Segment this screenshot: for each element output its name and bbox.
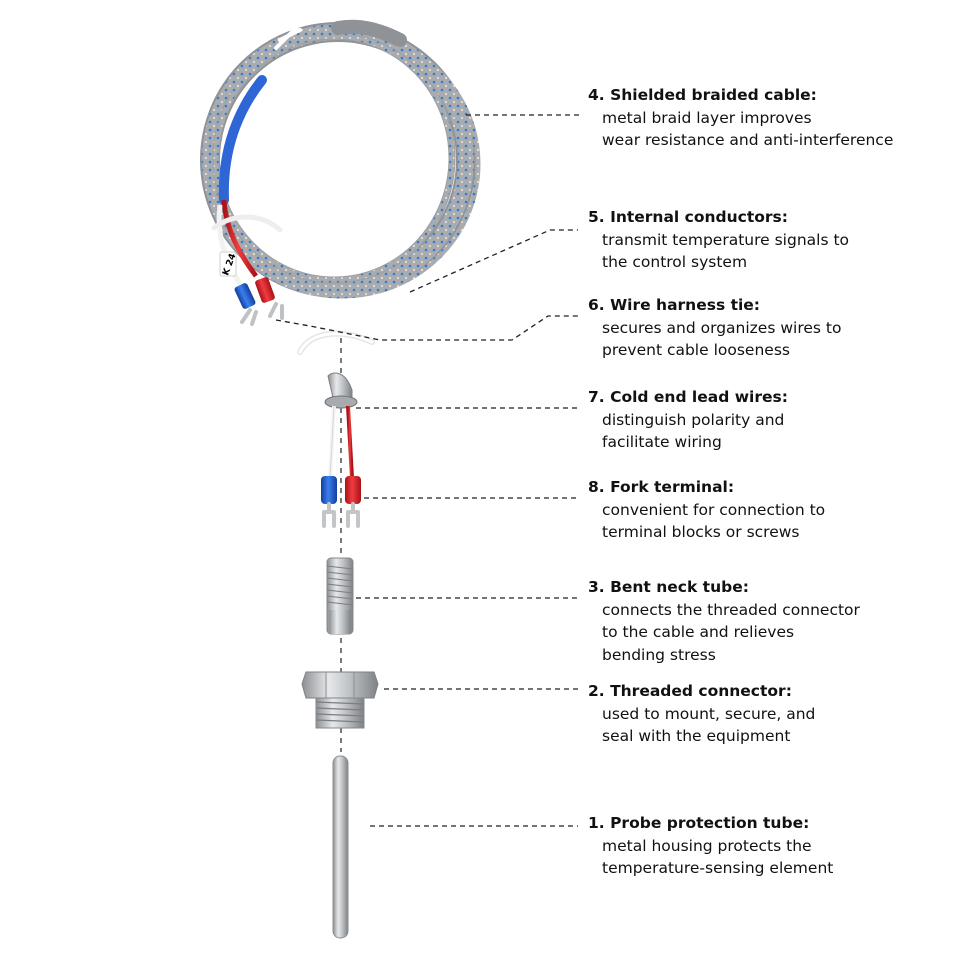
label-cold-end-lead-wires: 7. Cold end lead wires: distinguish pola… <box>588 386 948 454</box>
probe-protection-tube <box>332 755 349 939</box>
label-description: connects the threaded connector to the c… <box>602 600 860 664</box>
leader-line-5 <box>409 229 578 293</box>
label-description: distinguish polarity and facilitate wiri… <box>602 410 785 452</box>
cold-end-lead-wires <box>324 372 358 479</box>
label-probe-protection-tube: 1. Probe protection tube: metal housing … <box>588 812 948 880</box>
bent-neck-tube <box>326 557 354 635</box>
fork-terminals <box>321 476 361 528</box>
label-title: 4. Shielded braided cable: <box>588 86 817 104</box>
wire-harness-tie <box>297 330 375 355</box>
label-description: secures and organizes wires to prevent c… <box>602 318 842 360</box>
label-internal-conductors: 5. Internal conductors: transmit tempera… <box>588 206 948 274</box>
label-wire-harness-tie: 6. Wire harness tie: secures and organiz… <box>588 294 948 362</box>
label-title: 8. Fork terminal: <box>588 478 735 496</box>
label-description: metal housing protects the temperature-s… <box>602 836 834 878</box>
label-title: 2. Threaded connector: <box>588 682 792 700</box>
label-title: 3. Bent neck tube: <box>588 578 749 596</box>
internal-conductors: K 24 <box>211 199 284 326</box>
label-description: transmit temperature signals to the cont… <box>602 230 850 272</box>
label-bent-neck-tube: 3. Bent neck tube: connects the threaded… <box>588 576 948 666</box>
label-description: convenient for connection to terminal bl… <box>602 500 826 542</box>
threaded-connector <box>301 671 379 729</box>
label-title: 7. Cold end lead wires: <box>588 388 788 406</box>
label-shielded-braided-cable: 4. Shielded braided cable: metal braid l… <box>588 84 948 152</box>
label-description: used to mount, secure, and seal with the… <box>602 704 816 746</box>
label-fork-terminal: 8. Fork terminal: convenient for connect… <box>588 476 948 544</box>
label-threaded-connector: 2. Threaded connector: used to mount, se… <box>588 680 948 748</box>
label-title: 5. Internal conductors: <box>588 208 788 226</box>
label-title: 6. Wire harness tie: <box>588 296 760 314</box>
label-title: 1. Probe protection tube: <box>588 814 810 832</box>
label-description: metal braid layer improves wear resistan… <box>602 108 894 150</box>
leader-lines <box>275 114 580 827</box>
braided-cable-coil <box>200 19 481 299</box>
leader-line-6 <box>275 315 578 341</box>
